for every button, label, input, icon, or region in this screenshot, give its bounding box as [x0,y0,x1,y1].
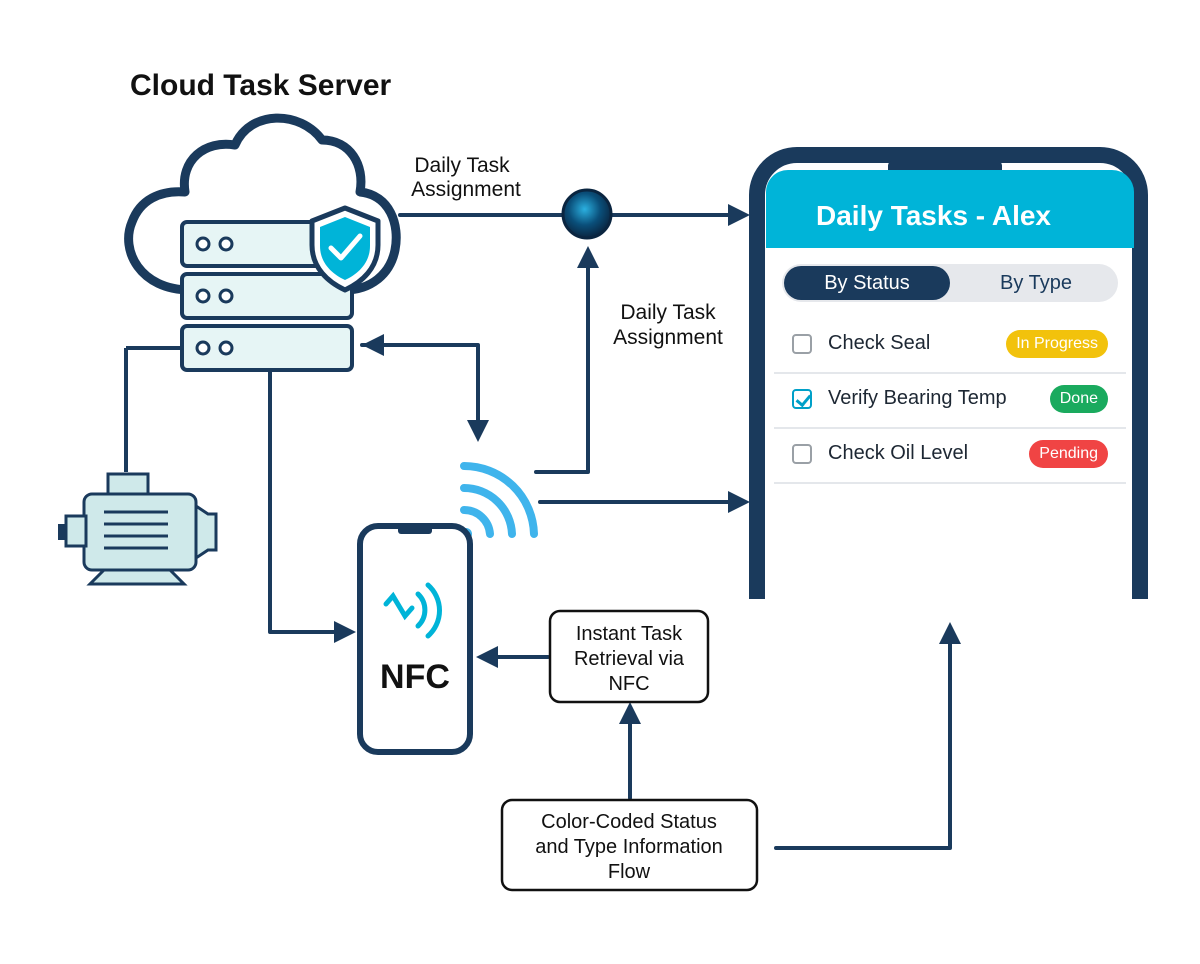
tab-by-type[interactable]: By Type [1000,272,1072,294]
flow-box: Color-Coded Status and Type Information … [500,798,759,892]
status-badge: In Progress [1006,330,1108,358]
assignment-label-top-line1: Daily Task [414,154,510,177]
task-label: Check Oil Level [828,442,969,464]
flow-line1: Color-Coded Status [541,811,717,833]
nfc-label: NFC [380,658,450,696]
check-icon [795,390,812,408]
app-header: Daily Tasks - Alex [766,170,1134,248]
task-row[interactable]: Check Seal In Progress [774,318,1126,374]
assignment-label-mid-line2: Assignment [613,326,723,349]
task-checkbox[interactable] [792,334,812,354]
retrieval-line2: Retrieval via [574,648,685,670]
assignment-label-top-line2: Assignment [411,178,521,201]
nfc-phone: NFC [357,523,473,755]
assignment-label-mid-line1: Daily Task [620,301,716,324]
motor-icon [58,346,218,586]
task-checkbox[interactable] [792,389,812,409]
status-badge: Pending [1029,440,1108,468]
retrieval-line1: Instant Task [576,623,683,645]
server-stack-icon [180,220,354,372]
tab-by-status[interactable]: By Status [784,266,950,300]
status-badge: Done [1049,385,1108,413]
flow-line3: Flow [608,861,651,883]
view-toggle: By Status By Type [782,264,1118,302]
task-label: Check Seal [828,332,931,354]
flow-line2: and Type Information [535,836,723,858]
connector-lines [268,204,961,850]
retrieval-line3: NFC [608,673,649,695]
hub-node [561,188,613,240]
app-title: Daily Tasks - Alex [816,200,1052,231]
task-row[interactable]: Check Oil Level Pending [774,428,1126,484]
task-row[interactable]: Verify Bearing Temp Done [774,373,1126,429]
nfc-icon [383,582,443,639]
shield-check-icon [309,205,381,293]
server-title: Cloud Task Server [130,69,392,102]
app-screen: Daily Tasks - Alex By Status By Type Che… [766,170,1134,600]
retrieval-box: Instant Task Retrieval via NFC [548,609,710,704]
task-checkbox[interactable] [792,444,812,464]
task-label: Verify Bearing Temp [828,387,1007,409]
wifi-signal-icon [460,462,538,540]
